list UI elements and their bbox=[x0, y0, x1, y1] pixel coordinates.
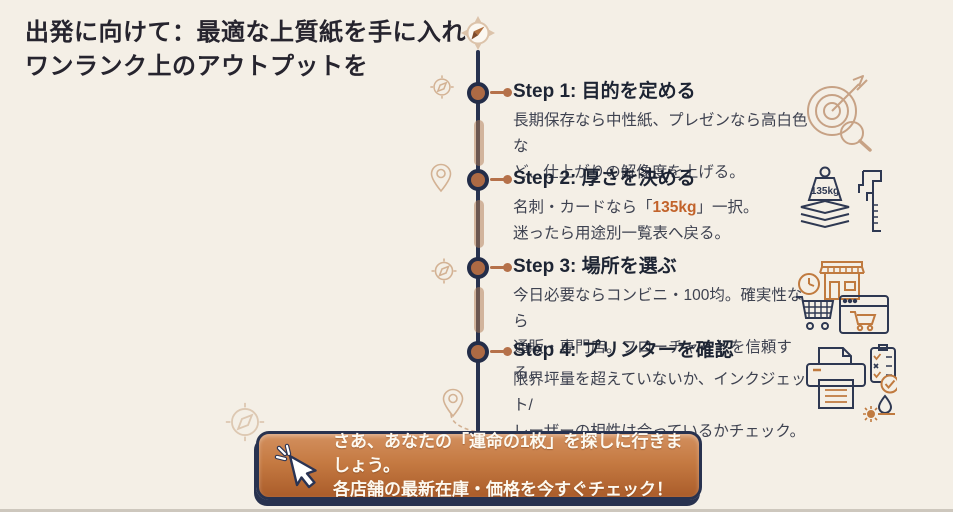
cta-banner[interactable]: さあ、あなたの「運命の1枚」を探しに行きましょう。 各店舗の最新在庫・価格を今す… bbox=[256, 431, 702, 500]
weight-caliper-icon: 135kg bbox=[793, 163, 889, 237]
weight-label: 135kg bbox=[811, 186, 839, 197]
cursor-click-icon bbox=[273, 442, 325, 494]
store-shopping-icon bbox=[792, 256, 892, 336]
compass-rose-icon bbox=[460, 15, 496, 51]
printer-check-icon bbox=[793, 344, 897, 424]
timeline-node-step2 bbox=[467, 169, 489, 191]
timeline-trail-segment bbox=[474, 287, 484, 333]
step2-heading: Step 2: 厚さを決める bbox=[513, 168, 696, 189]
page-title: 出発に向けて：最適な上質紙を手に入れ、 ワンランク上のアウトプットを bbox=[25, 16, 491, 84]
step-item-1: Step 1: 目的を定める 長期保存なら中性紙、プレゼンなら高白色など、仕上が… bbox=[513, 80, 813, 186]
timeline-trail-segment bbox=[474, 200, 484, 248]
cta-line2: 各店舗の最新在庫・価格を今すぐチェック！ bbox=[333, 479, 673, 499]
connector-line bbox=[490, 178, 506, 181]
step3-heading: Step 3: 場所を選ぶ bbox=[513, 256, 677, 277]
timeline-node-step1 bbox=[467, 82, 489, 104]
step1-heading: Step 1: 目的を定める bbox=[513, 81, 696, 102]
cta-line1: さあ、あなたの「運命の1枚」を探しに行きましょう。 bbox=[333, 431, 683, 475]
timeline-node-step4 bbox=[467, 341, 489, 363]
step-item-2: Step 2: 厚さを決める 名刺・カードなら「135kg」一択。迷ったら用途別… bbox=[513, 167, 813, 247]
bottom-edge-strip bbox=[0, 509, 953, 512]
step1-description: 長期保存なら中性紙、プレゼンなら高白色など、仕上がりの解像度を上げる。 bbox=[513, 112, 808, 181]
connector-line bbox=[490, 350, 506, 353]
cta-text: さあ、あなたの「運命の1枚」を探しに行きましょう。 各店舗の最新在庫・価格を今す… bbox=[333, 430, 699, 502]
connector-line bbox=[490, 266, 506, 269]
pin-outline-icon bbox=[442, 388, 464, 418]
pin-outline-icon bbox=[430, 163, 452, 193]
connector-dot bbox=[503, 175, 512, 184]
step2-description: 名刺・カードなら「135kg」一択。迷ったら用途別一覧表へ戻る。 bbox=[513, 199, 759, 242]
weight-highlight: 135kg bbox=[652, 199, 697, 216]
page-title-line2: ワンランク上のアウトプットを bbox=[25, 53, 368, 80]
timeline-node-step3 bbox=[467, 257, 489, 279]
dashed-path bbox=[445, 412, 485, 436]
connector-dot bbox=[503, 347, 512, 356]
connector-dot bbox=[503, 263, 512, 272]
connector-dot bbox=[503, 88, 512, 97]
page-title-line1: 出発に向けて：最適な上質紙を手に入れ、 bbox=[25, 19, 491, 46]
target-magnifier-icon bbox=[798, 73, 878, 153]
step-item-3: Step 3: 場所を選ぶ 今日必要ならコンビニ・100均。確実性なら通販・専門… bbox=[513, 255, 813, 387]
compass-outline-large-icon bbox=[222, 399, 268, 445]
connector-line bbox=[490, 91, 506, 94]
step3-description: 今日必要ならコンビニ・100均。確実性なら通販・専門店。フローチャートを信頼する… bbox=[513, 287, 803, 382]
timeline-trail-segment bbox=[474, 120, 484, 166]
compass-outline-icon bbox=[429, 256, 459, 286]
compass-outline-icon bbox=[428, 73, 456, 101]
step4-heading: Step 4: プリンターを確認 bbox=[513, 340, 734, 361]
